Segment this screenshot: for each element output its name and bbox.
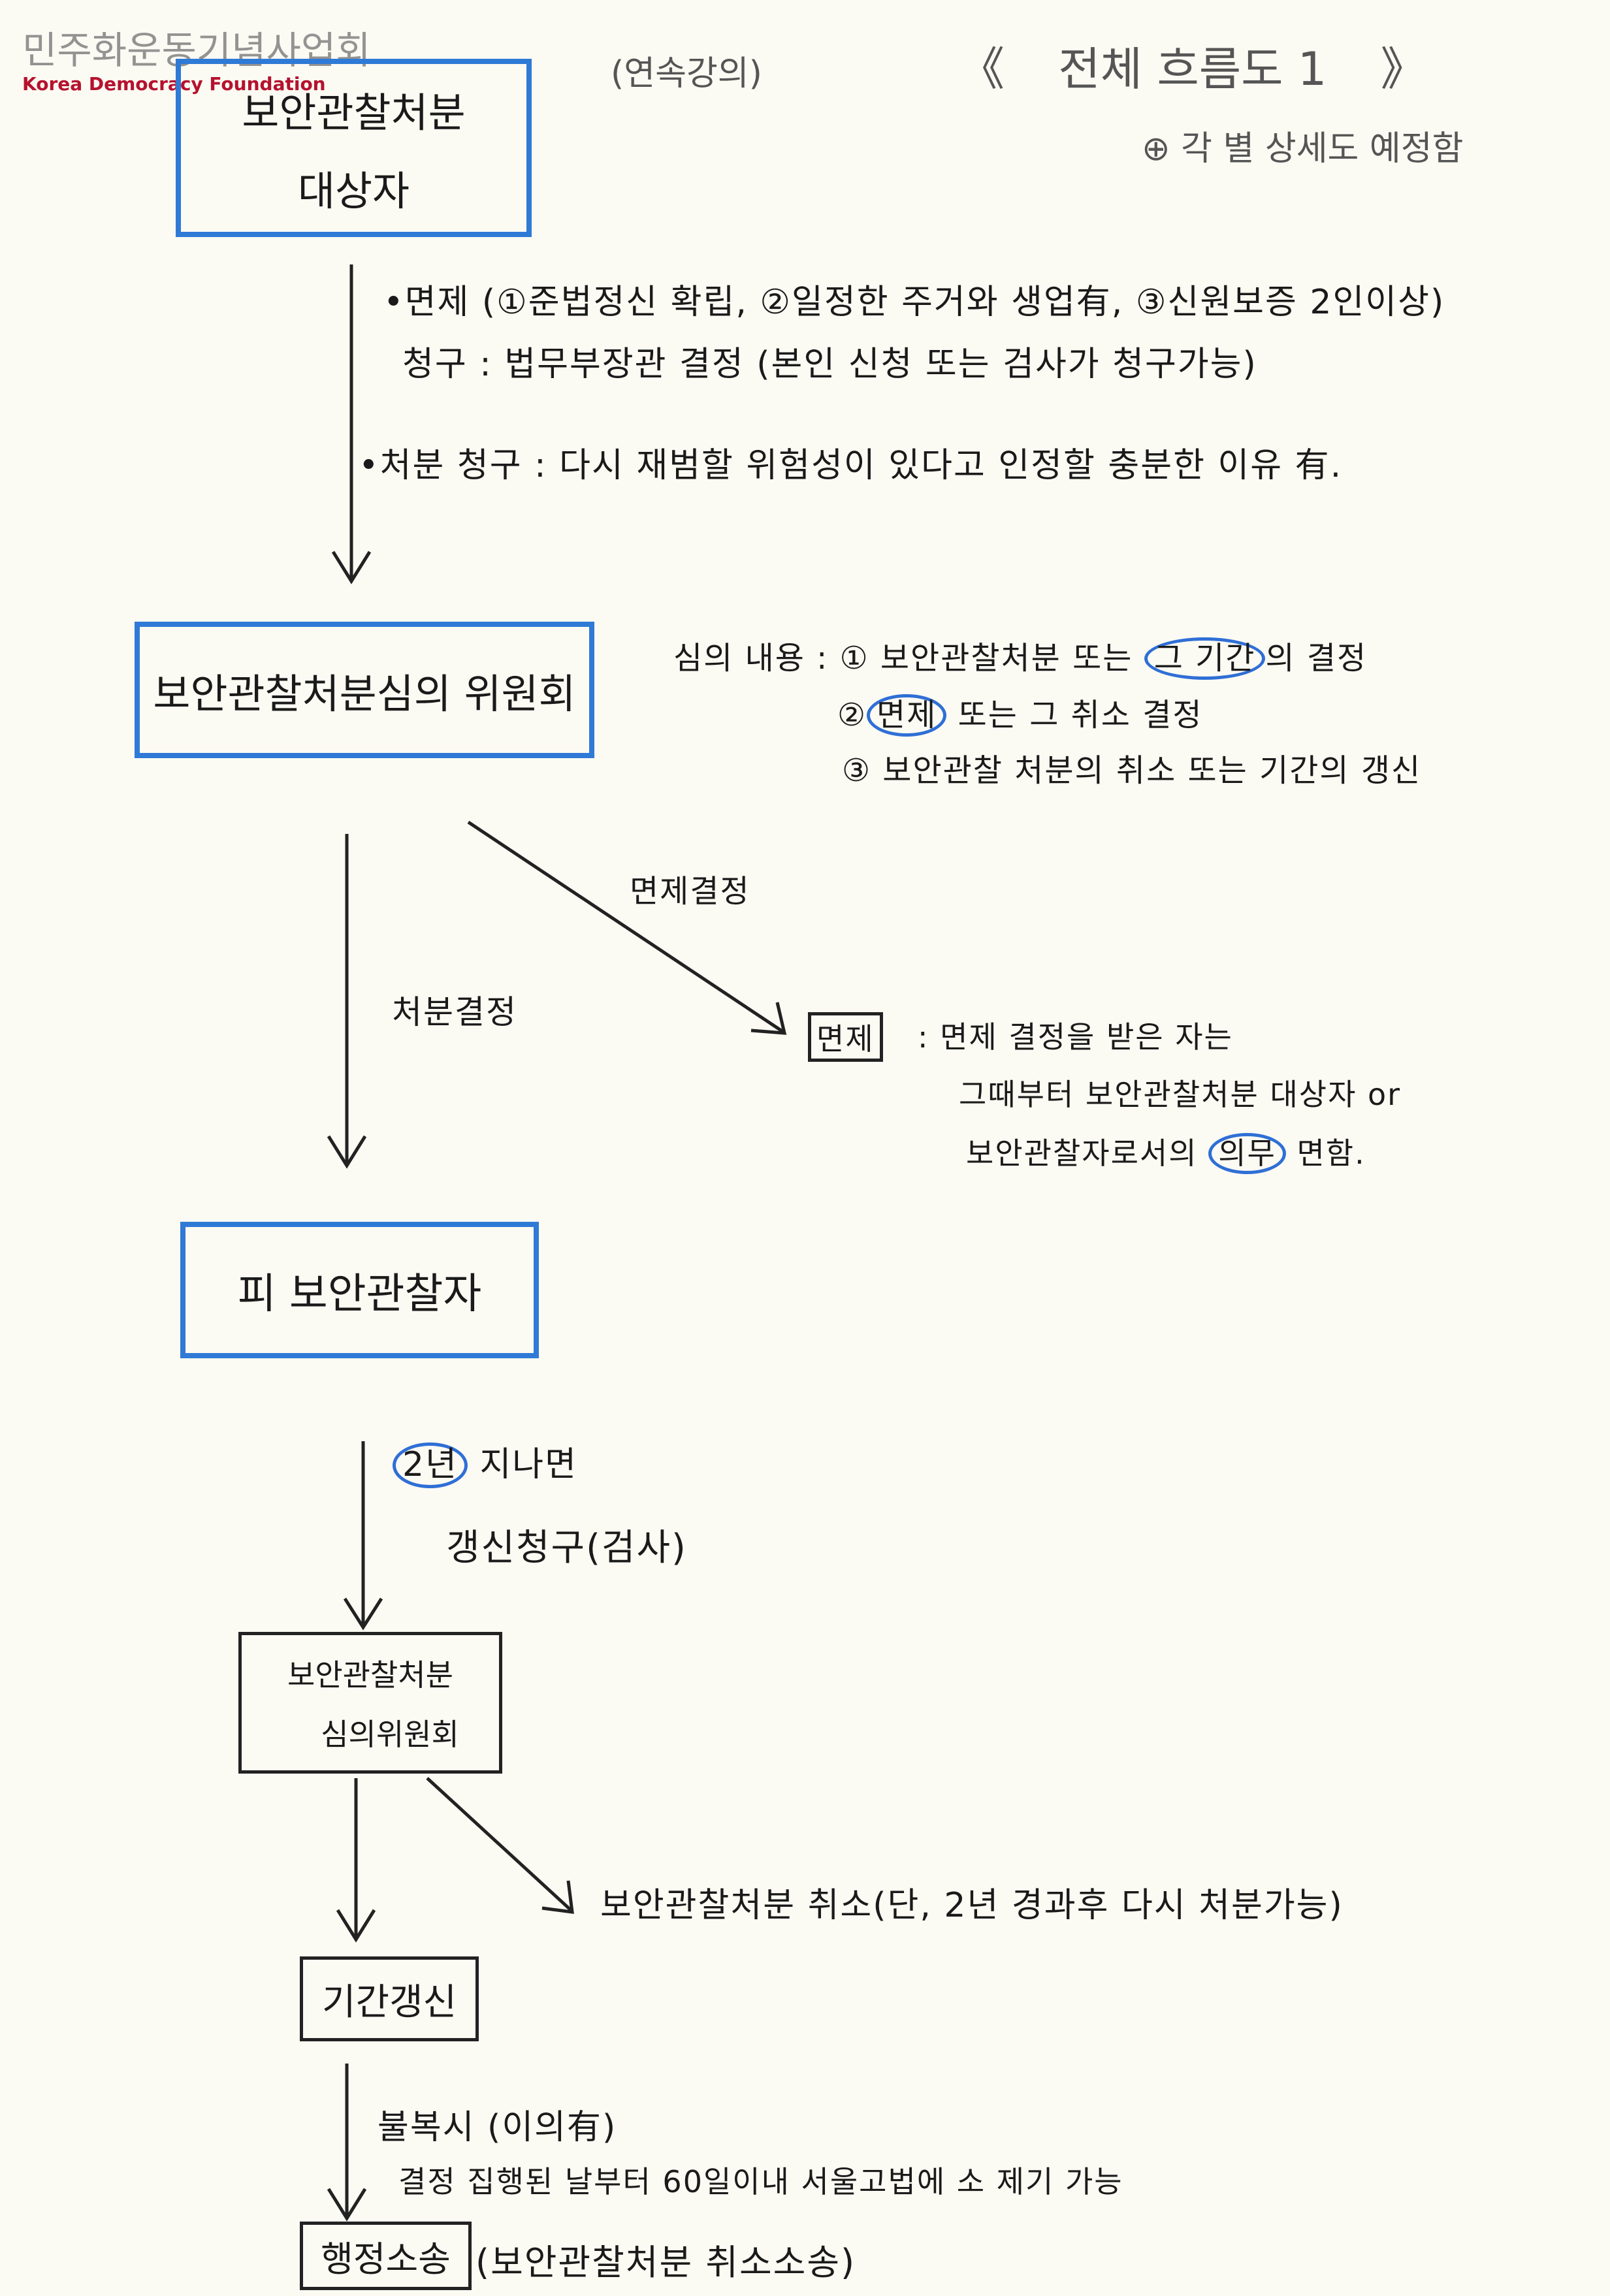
exemption-desc-1: : 면제 결정을 받은 자는 [918,1019,1233,1055]
review-1-post: 의 결정 [1265,640,1368,677]
next-chevron-icon: 》 [1380,42,1426,96]
objection-detail: 결정 집행된 날부터 60일이내 서울고법에 소 제기 가능 [398,2164,1123,2199]
exemption-desc-3: 보안관찰자로서의 의무 면함. [966,1130,1366,1174]
detail-note: ⊕ 각 별 상세도 예정함 [1142,121,1463,170]
arrowhead [343,1597,383,1631]
node-observed-label: 피 보안관찰자 [237,1269,482,1318]
page-title: 《 전체 흐름도 1 》 [959,33,1426,99]
node-observed: 피 보안관찰자 [180,1222,539,1358]
exemption-box: 면제 [808,1012,883,1062]
arrowhead [541,1880,574,1914]
node-renewal: 기간갱신 [300,1956,479,2041]
exempt-decision-label: 면제결정 [630,873,750,910]
circled-highlight: 그 기간 [1144,637,1266,680]
circled-highlight: 2년 [393,1443,468,1488]
review-label: 심의 내용 : [673,640,829,677]
arrow-committee-to-exemption [467,820,784,1034]
disposition-decision-label: 처분결정 [392,993,517,1031]
arrowhead [750,1002,787,1035]
disposition-request-note: •처분 청구 : 다시 재범할 위험성이 있다고 인정할 충분한 이유 有. [359,446,1343,485]
node-lawsuit: 행정소송 [300,2222,472,2290]
after-two-years-post: 지나면 [467,1445,577,1484]
renewal-request: 갱신청구(검사) [446,1527,687,1569]
detail-note-text: 각 별 상세도 예정함 [1181,129,1464,168]
review-1-text: ① 보안관찰처분 또는 [839,640,1144,677]
node-committee-2: 보안관찰처분 심의위원회 [238,1632,502,1774]
node-committee-label: 보안관찰처분심의 위원회 [153,669,576,718]
cancel-note: 보안관찰처분 취소(단, 2년 경과후 다시 처분가능) [600,1886,1344,1925]
node-target-line2: 대상자 [297,167,410,215]
exemption-box-label: 면제 [808,1012,883,1062]
node-target-line1: 보안관찰처분 [242,88,466,136]
node-target: 보안관찰처분 대상자 [176,59,532,237]
watermark-korean: 민주화운동기념사업회 [22,28,371,72]
exemption-note: •면제 (①준법정신 확립, ②일정한 주거와 생업有, ③신원보증 2인이상) [383,283,1445,322]
title-text: 전체 흐름도 1 [1058,42,1327,96]
circled-plus-icon: ⊕ [1142,129,1170,168]
arrowhead [327,1135,367,1169]
node-renewal-label: 기간갱신 [321,1981,457,2024]
arrowhead [327,2188,367,2222]
exemption-request-note: 청구 : 법무부장관 결정 (본인 신청 또는 검사가 청구가능) [402,345,1257,384]
exemption-desc-3-post: 면함. [1285,1136,1366,1171]
node-committee: 보안관찰처분심의 위원회 [135,622,594,758]
node-lawsuit-label: 행정소송 [321,2239,451,2280]
objection-note: 불복시 (이의有) [378,2108,617,2147]
arrowhead [336,1909,376,1943]
lawsuit-note: (보안관찰처분 취소소송) [475,2242,856,2283]
series-label: (연속강의) [611,54,762,93]
review-2-post: 또는 그 취소 결정 [946,697,1203,733]
exemption-desc-2: 그때부터 보안관찰처분 대상자 or [959,1077,1402,1112]
arrowhead [331,550,372,584]
circled-highlight: 면제 [867,694,947,737]
node-committee-2-line2: 심의위원회 [321,1717,459,1752]
review-item-3: ③ 보안관찰 처분의 취소 또는 기간의 갱신 [842,752,1422,789]
arrow-committee2-to-cancel [426,1777,572,1911]
after-two-years: 2년 지나면 [393,1437,577,1488]
circled-highlight: 의무 [1208,1133,1286,1174]
exemption-desc-3-pre: 보안관찰자로서의 [966,1136,1209,1171]
review-2-num: ② [837,697,867,733]
prev-chevron-icon: 《 [959,42,1005,96]
node-committee-2-line1: 보안관찰처분 [287,1657,453,1693]
watermark-english: Korea Democracy Foundation [22,73,326,95]
